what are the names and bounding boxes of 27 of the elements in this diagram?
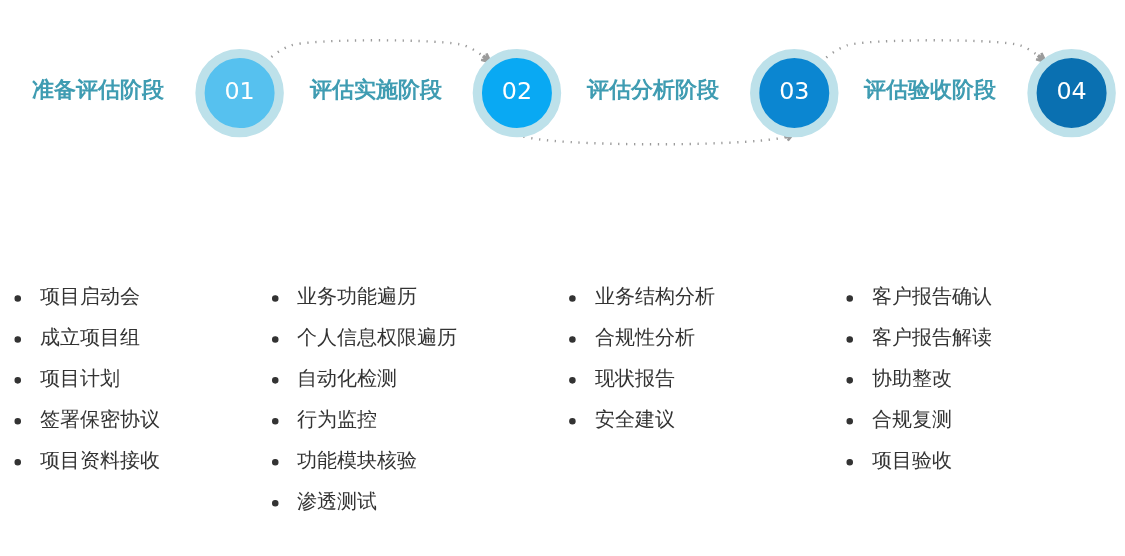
label: 行为监控 xyxy=(297,407,378,431)
label: 成立项目组 xyxy=(40,326,141,350)
label: 项目资料接收 xyxy=(40,448,161,472)
label: 客户报告确认 xyxy=(872,285,993,309)
label: 安全建议 xyxy=(594,407,675,431)
node-circle: 01 xyxy=(195,48,284,138)
label: 协助整改 xyxy=(872,366,953,390)
label: 功能模块核验 xyxy=(297,448,418,472)
label: 项目启动会 xyxy=(40,285,141,309)
label: 项目计划 xyxy=(40,366,121,390)
label: 合规复测 xyxy=(872,407,953,431)
label: 项目验收 xyxy=(872,448,953,472)
node-label: 评估实施阶段 xyxy=(309,76,442,103)
label: 个人信息权限遍历 xyxy=(297,326,458,350)
label: 签署保密协议 xyxy=(40,407,161,431)
node-label: 评估分析阶段 xyxy=(586,76,719,103)
label: 合规性分析 xyxy=(594,326,695,350)
node-label: 准备评估阶段 xyxy=(32,76,165,103)
label: 现状报告 xyxy=(594,366,675,390)
label: 渗透测试 xyxy=(297,489,378,513)
node-circle: 03 xyxy=(750,48,839,138)
label: 业务功能遍历 xyxy=(297,285,418,309)
label: 自动化检测 xyxy=(297,366,398,390)
label: 客户报告解读 xyxy=(872,326,993,350)
node-label: 评估验收阶段 xyxy=(864,76,997,103)
node-circle: 02 xyxy=(472,48,562,138)
label: 业务结构分析 xyxy=(594,285,715,309)
